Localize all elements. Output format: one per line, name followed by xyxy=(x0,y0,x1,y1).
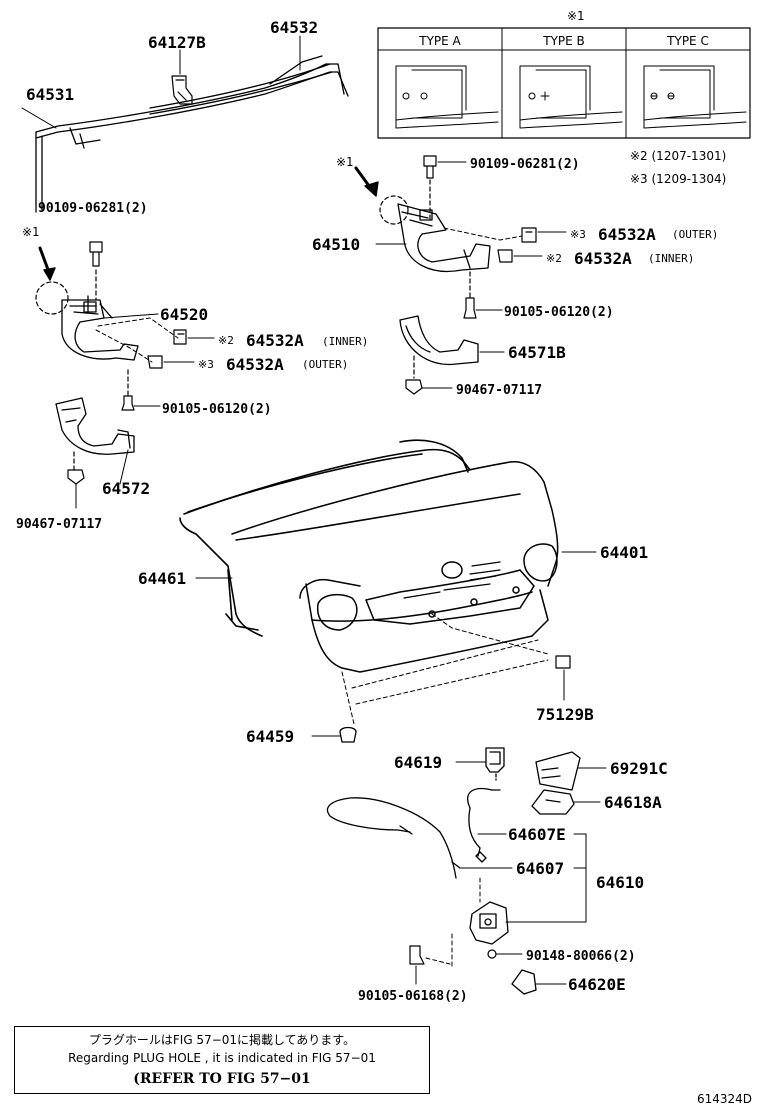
inner-right-suffix: (INNER) xyxy=(648,252,694,265)
note-2-range: ※2 (1207-1301) xyxy=(630,149,726,163)
label-64127b: 64127B xyxy=(148,33,206,52)
label-64510: 64510 xyxy=(312,235,360,254)
label-64620e: 64620E xyxy=(568,975,626,994)
bracket-64571b xyxy=(399,315,479,366)
label-64610: 64610 xyxy=(596,873,644,892)
type-b-header: TYPE B xyxy=(542,34,585,48)
mark-2-right: ※2 xyxy=(546,252,562,265)
hinge-64510 xyxy=(397,203,491,272)
type-a-header: TYPE A xyxy=(418,34,461,48)
label-64571b: 64571B xyxy=(508,343,566,362)
label-90467-left: 90467-07117 xyxy=(16,517,102,532)
label-90109-right: 90109-06281(2) xyxy=(470,157,580,172)
type-b-illustration xyxy=(519,65,623,129)
figure-id: 614324D xyxy=(696,1092,752,1106)
type-c-header: TYPE C xyxy=(666,34,709,48)
label-64401: 64401 xyxy=(600,543,648,562)
note-line-en: Regarding PLUG HOLE , it is indicated in… xyxy=(68,1051,376,1065)
label-64607: 64607 xyxy=(516,859,564,878)
mark-1-right: ※1 xyxy=(336,155,353,169)
lock-64610 xyxy=(469,901,509,945)
note-line-jp: プラグホールはFIG 57−01に掲載してあります。 xyxy=(88,1033,356,1047)
mark-2-left: ※2 xyxy=(218,334,234,347)
bolt-90109-right xyxy=(423,155,467,221)
label-64520: 64520 xyxy=(160,305,208,324)
inner-left-suffix: (INNER) xyxy=(322,335,368,348)
plug-hole-note: プラグホールはFIG 57−01に掲載してあります。 Regarding PLU… xyxy=(14,1026,430,1094)
bolt-90105-right xyxy=(463,271,503,319)
label-90148: 90148-80066(2) xyxy=(526,949,636,964)
label-64618a: 64618A xyxy=(604,793,662,812)
trunk-lid-64401 xyxy=(231,460,559,673)
label-64461: 64461 xyxy=(138,569,186,588)
label-75129b: 75129B xyxy=(536,705,594,724)
label-64532a-outer-left: 64532A xyxy=(226,355,284,374)
label-90105-bottom: 90105-06168(2) xyxy=(358,989,468,1004)
torsion-bar-rods xyxy=(35,55,349,213)
type-a-illustration xyxy=(395,65,499,129)
type-table: ※1 TYPE A TYPE B TYPE C xyxy=(377,9,751,139)
label-90467-right: 90467-07117 xyxy=(456,383,542,398)
type-c-illustration xyxy=(643,65,747,129)
cable-64607 xyxy=(326,797,461,879)
label-64572: 64572 xyxy=(102,479,150,498)
mark-1-left: ※1 xyxy=(22,225,39,239)
label-64531: 64531 xyxy=(26,85,74,104)
label-64532a-outer-right: 64532A xyxy=(598,225,656,244)
mark-3-right: ※3 xyxy=(570,228,586,241)
type-table-mark: ※1 xyxy=(567,9,585,23)
bracket-64572 xyxy=(55,397,135,455)
mark-3-left: ※3 xyxy=(198,358,214,371)
label-64532: 64532 xyxy=(270,18,318,37)
note-line-refer: (REFER TO FIG 57−01 xyxy=(133,1071,311,1087)
label-90109-left: 90109-06281(2) xyxy=(38,201,148,216)
weatherstrip-64461 xyxy=(179,439,471,637)
label-69291c: 69291C xyxy=(610,759,668,778)
label-90105-left: 90105-06120(2) xyxy=(162,402,272,417)
label-64619: 64619 xyxy=(394,753,442,772)
label-64607e: 64607E xyxy=(508,825,566,844)
note-3-range: ※3 (1209-1304) xyxy=(630,172,726,186)
clip-64127b xyxy=(171,75,193,105)
bolt-90109-left xyxy=(89,241,103,301)
hinge-64520 xyxy=(61,295,139,361)
outer-right-suffix: (OUTER) xyxy=(672,228,718,241)
label-90105-right: 90105-06120(2) xyxy=(504,305,614,320)
part-64619 xyxy=(485,747,505,781)
cable-64607e xyxy=(467,787,501,863)
bolt-90105-left xyxy=(121,369,161,411)
outer-left-suffix: (OUTER) xyxy=(302,358,348,371)
label-64459: 64459 xyxy=(246,727,294,746)
label-64532a-inner-left: 64532A xyxy=(246,331,304,350)
label-64532a-inner-right: 64532A xyxy=(574,249,632,268)
